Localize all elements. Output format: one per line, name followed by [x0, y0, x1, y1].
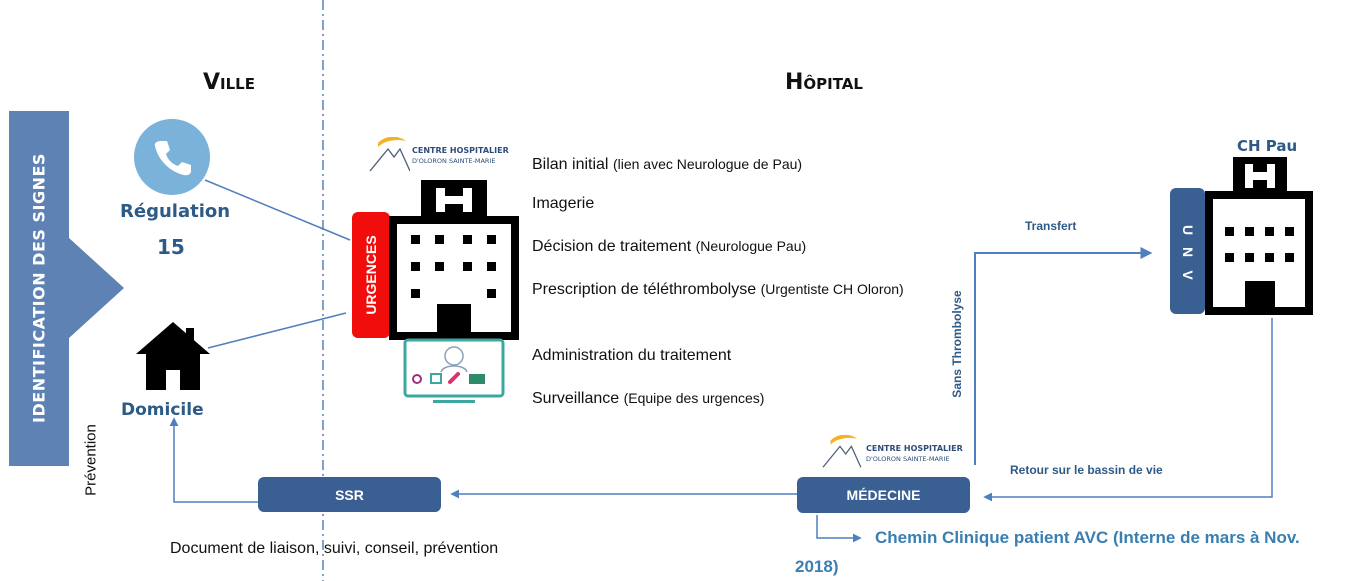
urgences-label: URGENCES — [363, 235, 379, 315]
oloron-logo-mark — [369, 137, 410, 172]
step-main: Prescription de téléthrombolyse — [532, 281, 761, 298]
identification-sidebar — [9, 111, 69, 466]
hospital-building-icon — [389, 180, 519, 345]
step-main: Bilan initial — [532, 156, 613, 173]
sidebar-pointer-arrow — [69, 238, 124, 338]
unv-letter: V — [1179, 270, 1196, 280]
step-note: (Urgentiste CH Oloron) — [760, 281, 904, 297]
domicile-label: Domicile — [121, 400, 204, 420]
step-main: Décision de traitement — [532, 238, 696, 255]
urgences-badge: URGENCES — [352, 212, 390, 338]
chemin-clinique-line2: 2018) — [795, 557, 839, 576]
chemin-clinique-arrow — [816, 515, 862, 543]
step-administration: Administration du traitement — [532, 346, 731, 366]
unv-letter: N — [1179, 246, 1196, 258]
retour-arrow — [983, 318, 1273, 502]
step-note: (Equipe des urgences) — [623, 390, 765, 406]
step-main: Administration du traitement — [532, 347, 732, 364]
chemin-clinique-line1: Chemin Clinique patient AVC (Interne de … — [875, 528, 1300, 547]
medecine-logo-mark — [822, 435, 862, 468]
step-surveillance: Surveillance (Equipe des urgences) — [532, 388, 952, 409]
identification-title: IDENTIFICATION DES SIGNES — [29, 153, 49, 423]
step-note: (lien avec Neurologue de Pau) — [612, 156, 803, 172]
step-imagerie: Imagerie — [532, 194, 594, 214]
sans-thrombolyse-label: Sans Thrombolyse — [950, 290, 964, 398]
transfert-arrow — [974, 247, 1153, 465]
oloron-logo-line2: D'OLORON SAINTE-MARIE — [412, 157, 496, 165]
retour-label: Retour sur le bassin de vie — [1010, 463, 1163, 477]
medecine-logo: CENTRE HOSPITALIER D'OLORON SAINTE-MARIE — [818, 435, 978, 473]
step-main: Imagerie — [532, 195, 595, 212]
ssr-label: SSR — [335, 486, 364, 503]
oloron-logo: CENTRE HOSPITALIER D'OLORON SAINTE-MARIE — [366, 137, 526, 177]
step-main: Surveillance — [532, 390, 624, 407]
section-title-ville: Ville — [203, 70, 255, 95]
home-icon — [136, 322, 210, 395]
ch-pau-title: CH Pau — [1237, 137, 1298, 155]
unv-letter: U — [1179, 224, 1196, 236]
prevention-label: Prévention — [82, 424, 100, 496]
regulation-to-hospital-line — [204, 179, 351, 241]
oloron-logo-line1: CENTRE HOSPITALIER — [412, 146, 509, 155]
medecine-logo-line1: CENTRE HOSPITALIER — [866, 444, 963, 453]
medecine-label: MÉDECINE — [846, 487, 921, 503]
telemedicine-monitor-icon — [403, 338, 507, 415]
ssr-note: Document de liaison, suivi, conseil, pré… — [170, 540, 499, 557]
regulation-number: 15 — [157, 235, 185, 259]
ssr-box: SSR — [258, 477, 441, 512]
domicile-to-hospital-line — [207, 312, 347, 349]
step-bilan-initial: Bilan initial (lien avec Neurologue de P… — [532, 154, 952, 175]
ch-pau-building-icon — [1205, 157, 1313, 320]
regulation-label: Régulation — [120, 201, 231, 222]
phone-icon — [134, 119, 210, 195]
ssr-to-domicile-arrow — [169, 417, 258, 503]
step-prescription: Prescription de téléthrombolyse (Urgenti… — [532, 279, 940, 300]
step-decision: Décision de traitement (Neurologue Pau) — [532, 236, 952, 257]
step-note: (Neurologue Pau) — [695, 238, 807, 254]
transfert-label: Transfert — [1025, 219, 1077, 233]
section-title-hopital: Hôpital — [785, 70, 863, 95]
unv-badge: U N V — [1170, 188, 1205, 314]
medecine-box: MÉDECINE — [797, 477, 970, 513]
medecine-logo-line2: D'OLORON SAINTE-MARIE — [866, 455, 950, 463]
